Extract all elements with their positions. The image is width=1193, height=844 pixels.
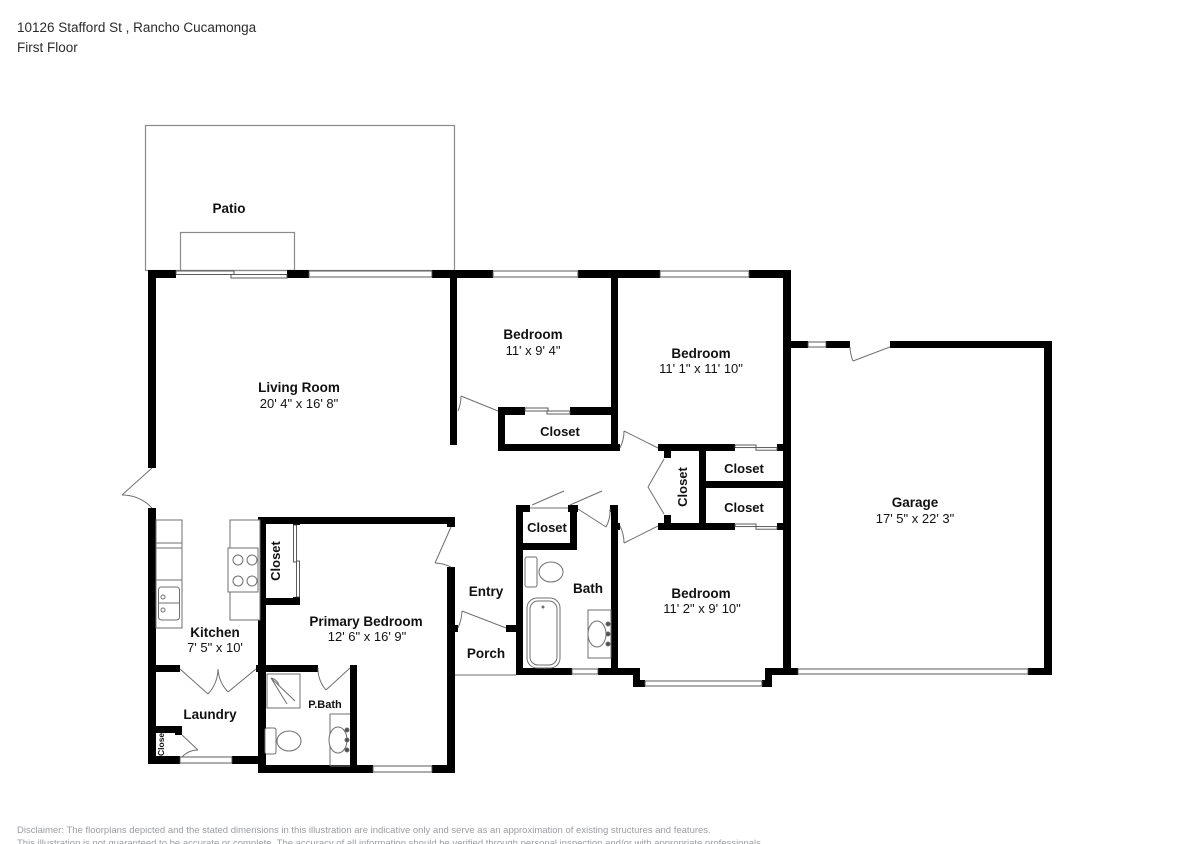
toilet-tank-icon bbox=[524, 556, 538, 588]
closet-slider bbox=[293, 524, 297, 563]
walls bbox=[148, 270, 1052, 773]
bedroom-top-dims: 11' x 9' 4" bbox=[506, 343, 561, 358]
porch-label: Porch bbox=[467, 646, 505, 661]
faucet-icon bbox=[160, 607, 166, 613]
disclaimer-line2: This illustration is not guaranteed to b… bbox=[17, 838, 764, 844]
bath-door bbox=[577, 508, 611, 528]
laundry-window bbox=[179, 756, 233, 764]
kitchen-dims: 7' 5" x 10' bbox=[187, 640, 243, 655]
garage-dims: 17' 5" x 22' 3" bbox=[876, 511, 955, 526]
closet-entry-label: Closet bbox=[527, 520, 567, 535]
shower-spray bbox=[270, 677, 296, 705]
burner-icon bbox=[246, 554, 258, 566]
pbath-door bbox=[317, 667, 351, 691]
living-room-label: Living Room bbox=[258, 380, 340, 395]
hall-closet-bifold bbox=[647, 458, 665, 515]
entry-label: Entry bbox=[469, 584, 504, 599]
living-room-window bbox=[308, 270, 433, 278]
bathtub-inner bbox=[529, 600, 558, 666]
bedroom-right-dims: 11' 1" x 11' 10" bbox=[659, 361, 743, 376]
garage-door bbox=[797, 668, 1029, 675]
kitchen-fixtures bbox=[155, 519, 261, 629]
garage-window bbox=[807, 341, 827, 348]
living-room-dims: 20' 4" x 16' 8" bbox=[260, 396, 339, 411]
laundry-closet-door bbox=[181, 734, 199, 758]
bath-fixtures bbox=[524, 556, 612, 669]
bathtub-drain bbox=[541, 605, 545, 609]
bedroom-top-window bbox=[492, 270, 579, 278]
toilet-tank-icon bbox=[264, 727, 277, 755]
patio-label: Patio bbox=[212, 201, 245, 216]
faucet-icon bbox=[605, 621, 611, 627]
closet-slider bbox=[296, 560, 300, 598]
garage-service-door bbox=[849, 346, 891, 362]
entry-door bbox=[457, 610, 507, 629]
toilet-bowl-icon bbox=[538, 561, 564, 583]
closet-slider bbox=[524, 407, 549, 412]
primary-bedroom-door bbox=[434, 526, 452, 568]
closet-hall-label: Closet bbox=[675, 466, 690, 506]
faucet-icon bbox=[605, 631, 611, 637]
garage-label: Garage bbox=[892, 495, 939, 510]
burner-icon bbox=[246, 575, 258, 587]
bedroom-bottom-label: Bedroom bbox=[671, 586, 730, 601]
bedroom-bottom-door bbox=[619, 525, 659, 544]
counter-divider bbox=[156, 542, 182, 581]
windows bbox=[175, 270, 1029, 773]
faucet-icon bbox=[605, 641, 611, 647]
header: 10126 Stafford St , Rancho Cucamonga Fir… bbox=[17, 18, 256, 58]
bedroom-right-window bbox=[659, 270, 750, 278]
laundry-door-left bbox=[179, 668, 219, 695]
closet-slider bbox=[755, 526, 778, 530]
disclaimer-line1: Disclaimer: The floorplans depicted and … bbox=[17, 825, 711, 836]
closet-bedroom-top-label: Closet bbox=[540, 424, 580, 439]
patio-slider-panel bbox=[230, 274, 288, 279]
address-title: 10126 Stafford St , Rancho Cucamonga bbox=[17, 20, 257, 35]
patio-slider-panel bbox=[175, 270, 235, 275]
burner-icon bbox=[232, 554, 244, 566]
primary-bedroom-label: Primary Bedroom bbox=[309, 614, 422, 629]
closet-primary-label: Closet bbox=[268, 540, 283, 580]
pbath-label: P.Bath bbox=[308, 699, 342, 711]
bedroom-right-door bbox=[619, 430, 659, 449]
faucet-icon bbox=[344, 727, 350, 733]
bedroom-right-label: Bedroom bbox=[671, 346, 730, 361]
doors bbox=[121, 346, 891, 758]
faucet-icon bbox=[344, 737, 350, 743]
kitchen-label: Kitchen bbox=[190, 625, 240, 640]
pbath-sink-icon bbox=[328, 726, 348, 754]
toilet-bowl-icon bbox=[276, 730, 302, 752]
living-room-exterior-door bbox=[121, 467, 153, 509]
patio-outline bbox=[144, 124, 456, 272]
faucet-icon bbox=[344, 747, 350, 753]
patio-step bbox=[179, 231, 296, 272]
laundry-label: Laundry bbox=[183, 707, 237, 722]
room-labels: Patio Living Room 20' 4" x 16' 8" Bedroo… bbox=[156, 201, 955, 756]
floor-subtitle: First Floor bbox=[17, 40, 78, 55]
closet-slider bbox=[734, 444, 757, 449]
closet-slider bbox=[755, 447, 778, 451]
bath-window bbox=[571, 668, 599, 675]
primary-bedroom-dims: 12' 6" x 16' 9" bbox=[328, 629, 407, 644]
pbath-fixtures bbox=[264, 673, 350, 767]
burner-icon bbox=[232, 575, 244, 587]
closet-slider bbox=[734, 523, 757, 528]
entry-closet-doors bbox=[531, 490, 603, 506]
faucet-icon bbox=[160, 594, 166, 600]
bedroom-top-label: Bedroom bbox=[503, 327, 562, 342]
bath-sink-icon bbox=[587, 620, 607, 648]
closet-bedroom2-label: Closet bbox=[724, 461, 764, 476]
closet-bedroom3-label: Closet bbox=[724, 500, 764, 515]
bedroom-bottom-window bbox=[644, 680, 763, 687]
closet-laundry-label: Closet bbox=[156, 730, 166, 756]
bedroom-bottom-dims: 11' 2" x 9' 10" bbox=[663, 601, 741, 616]
laundry-door-right bbox=[217, 668, 257, 693]
disclaimer: Disclaimer: The floorplans depicted and … bbox=[17, 824, 1177, 844]
bath-label: Bath bbox=[573, 581, 603, 596]
closet-slider bbox=[546, 410, 571, 415]
primary-bedroom-window bbox=[372, 765, 433, 773]
bedroom-top-door bbox=[457, 395, 499, 412]
